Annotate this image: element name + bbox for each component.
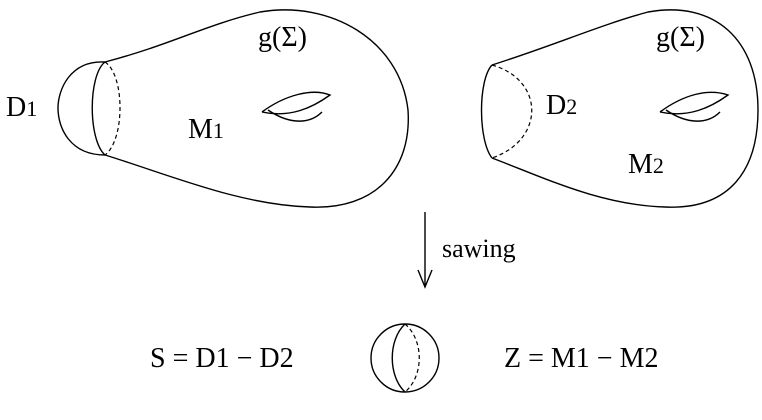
sawing-arrow — [417, 212, 433, 289]
left-manifold-m1 — [57, 9, 409, 208]
label-genus-left: g(Σ) — [258, 22, 307, 53]
label-d2: D2 — [546, 90, 577, 121]
right-handle-bottom — [665, 109, 721, 122]
label-d1: D1 — [6, 92, 37, 123]
left-seam-front — [91, 61, 106, 156]
sphere-seam-front — [391, 323, 406, 393]
glued-sphere — [370, 323, 440, 393]
right-seam-back — [491, 64, 533, 159]
label-m1: M1 — [188, 114, 224, 145]
left-cap-d1 — [57, 61, 106, 156]
arrow-head — [417, 269, 433, 289]
label-m2: M2 — [628, 149, 664, 180]
formula-sphere: S = D1 − D2 — [150, 343, 294, 374]
right-handle-top — [659, 91, 730, 115]
left-handle-top — [261, 91, 332, 115]
right-seam-front — [480, 64, 493, 159]
label-genus-right: g(Σ) — [656, 22, 705, 53]
sphere-seam-back — [404, 323, 420, 393]
formula-manifold: Z = M1 − M2 — [504, 343, 658, 374]
left-seam-back — [104, 61, 121, 156]
right-body-outline — [491, 9, 759, 208]
left-handle-bottom — [267, 109, 323, 122]
label-sawing: sawing — [442, 234, 516, 263]
sphere-outline — [370, 323, 440, 393]
left-body-outline — [104, 9, 409, 208]
right-manifold-m2 — [480, 9, 759, 208]
